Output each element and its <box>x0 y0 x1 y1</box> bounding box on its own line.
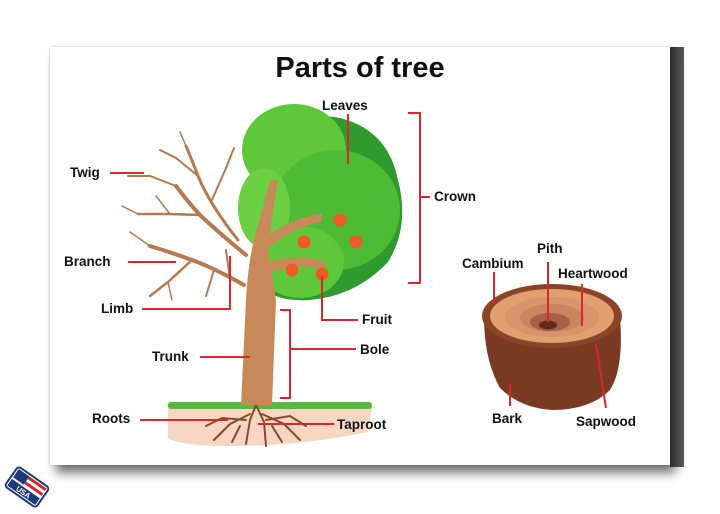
label-roots: Roots <box>92 411 131 426</box>
fruits <box>285 213 363 281</box>
label-heartwood: Heartwood <box>558 266 628 281</box>
label-fruit: Fruit <box>362 312 392 327</box>
soil <box>168 408 372 446</box>
bare-branches <box>121 131 248 301</box>
label-twig: Twig <box>70 165 100 180</box>
diagram-title: Parts of tree <box>275 52 445 84</box>
label-limb: Limb <box>101 301 134 316</box>
label-leaves: Leaves <box>322 98 368 113</box>
label-crown: Crown <box>434 189 476 204</box>
label-taproot: Taproot <box>337 417 387 432</box>
roots <box>205 404 307 447</box>
label-pith: Pith <box>537 241 563 256</box>
label-cambium: Cambium <box>462 256 524 271</box>
usa-badge-icon: USA <box>4 466 50 508</box>
label-trunk: Trunk <box>152 349 189 364</box>
label-branch: Branch <box>64 254 111 269</box>
leader-lines <box>110 112 607 425</box>
label-bole: Bole <box>360 342 390 357</box>
label-sapwood: Sapwood <box>576 414 636 429</box>
stump <box>482 284 622 410</box>
grass <box>168 402 372 409</box>
poster-edge-shadow <box>670 47 684 467</box>
label-bark: Bark <box>492 411 523 426</box>
trunk-branch <box>258 214 322 254</box>
